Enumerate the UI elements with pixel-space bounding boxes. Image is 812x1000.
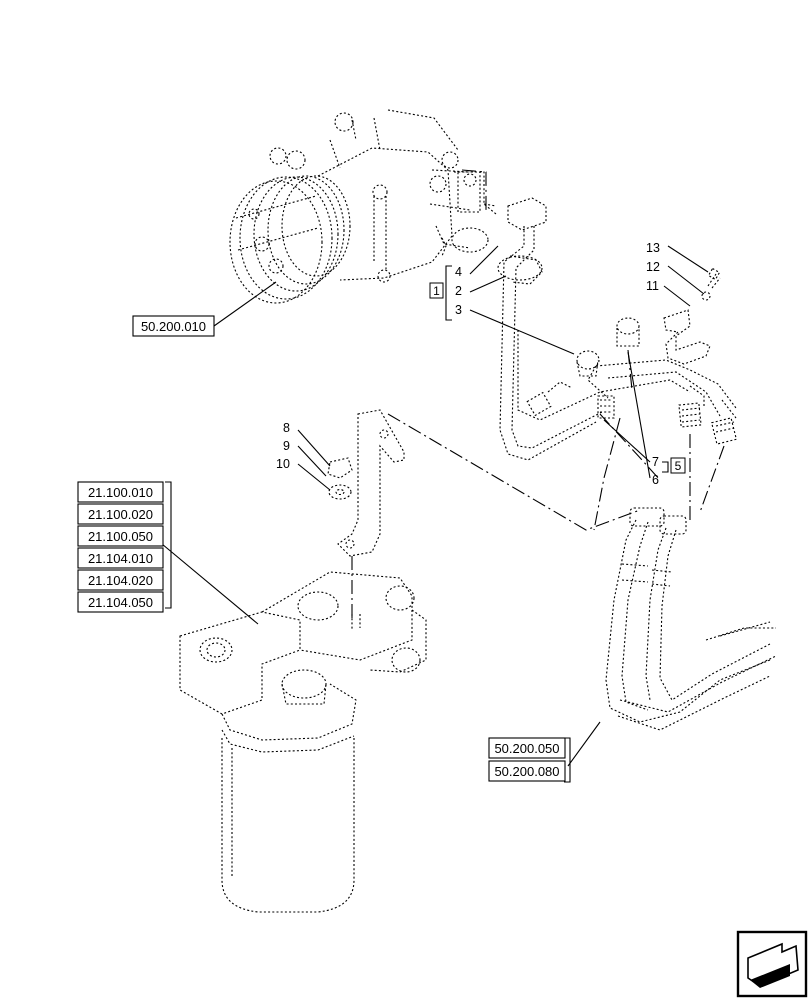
ref-box-filter-3[interactable]: 21.100.050 xyxy=(77,525,164,547)
callout-11: 11 xyxy=(646,279,659,293)
svg-text:21.104.020: 21.104.020 xyxy=(88,573,153,588)
callout-10: 10 xyxy=(276,457,290,471)
svg-text:21.100.010: 21.100.010 xyxy=(88,485,153,500)
ref-box-compressor[interactable]: 50.200.010 xyxy=(132,315,215,337)
ref-box-filter-1[interactable]: 21.100.010 xyxy=(77,481,164,503)
svg-text:5: 5 xyxy=(675,459,682,473)
callout-box-1: 1 xyxy=(429,282,444,299)
compressor-illustration xyxy=(229,109,497,304)
callout-2: 2 xyxy=(455,284,462,298)
pipe-assembly-illustration xyxy=(497,197,738,461)
ref-box-hoses-2[interactable]: 50.200.080 xyxy=(488,760,566,782)
callout-12: 12 xyxy=(646,260,660,274)
svg-text:21.100.050: 21.100.050 xyxy=(88,529,153,544)
ref-box-filter-2[interactable]: 21.100.020 xyxy=(77,503,164,525)
bracket-illustration xyxy=(327,409,405,557)
svg-text:50.200.050: 50.200.050 xyxy=(494,741,559,756)
hose-illustration xyxy=(605,507,777,731)
clamp-illustration xyxy=(663,267,721,365)
svg-text:21.104.050: 21.104.050 xyxy=(88,595,153,610)
svg-text:21.104.010: 21.104.010 xyxy=(88,551,153,566)
callout-box-5: 5 xyxy=(670,457,686,474)
callout-8: 8 xyxy=(283,421,290,435)
callout-3: 3 xyxy=(455,303,462,317)
svg-text:50.200.010: 50.200.010 xyxy=(141,319,206,334)
callout-7: 7 xyxy=(652,455,659,469)
callout-9: 9 xyxy=(283,439,290,453)
callout-6: 6 xyxy=(652,473,659,487)
callout-13: 13 xyxy=(646,241,660,255)
svg-text:1: 1 xyxy=(433,284,440,298)
ref-box-hoses-1[interactable]: 50.200.050 xyxy=(488,737,566,759)
leader-lines xyxy=(161,245,709,783)
ref-box-filter-6[interactable]: 21.104.050 xyxy=(77,591,164,613)
previous-page-arrow-icon[interactable] xyxy=(736,930,808,998)
svg-text:50.200.080: 50.200.080 xyxy=(494,764,559,779)
ref-box-filter-4[interactable]: 21.104.010 xyxy=(77,547,164,569)
ref-box-filter-5[interactable]: 21.104.020 xyxy=(77,569,164,591)
svg-text:21.100.020: 21.100.020 xyxy=(88,507,153,522)
filter-illustration xyxy=(179,571,427,913)
callout-4: 4 xyxy=(455,265,462,279)
